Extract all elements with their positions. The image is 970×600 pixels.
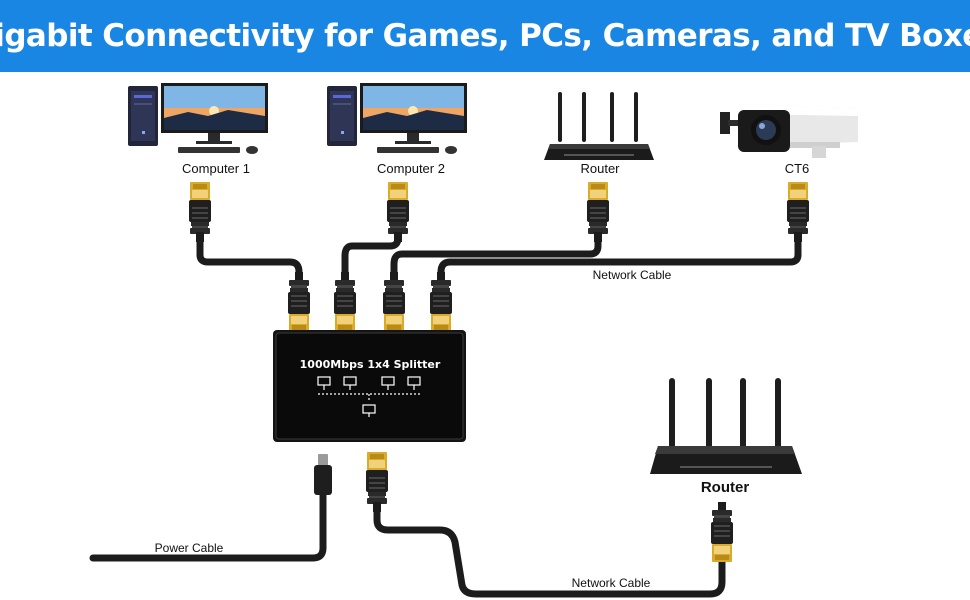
- camera-device: [720, 104, 858, 158]
- cable-network-bottom: [373, 500, 726, 598]
- splitter-port-icons: [317, 376, 421, 417]
- computer-2-device: [327, 83, 467, 154]
- header-banner: Gigabit Connectivity for Games, PCs, Cam…: [0, 0, 970, 72]
- router-icon: [650, 378, 802, 474]
- rj45-connector-icon: [288, 272, 310, 332]
- cable-computer1: [196, 232, 303, 284]
- computer-1-device: [128, 83, 268, 154]
- router-top-label: Router: [580, 161, 620, 176]
- splitter-device: 1000Mbps 1x4 Splitter: [273, 330, 466, 442]
- computer-icon: [128, 83, 268, 154]
- router-top-device: [544, 92, 654, 160]
- rj45-connector-icon: [430, 272, 452, 332]
- camera-label: CT6: [785, 161, 810, 176]
- power-plug-icon: [314, 454, 332, 495]
- rj45-connector-icon: [587, 182, 609, 242]
- router-main-device: [650, 378, 802, 474]
- network-cable-bottom-label: Network Cable: [572, 576, 651, 590]
- cables: [89, 232, 802, 598]
- rj45-connector-icon: [383, 272, 405, 332]
- cable-router-top: [390, 232, 602, 284]
- network-cable-top-label: Network Cable: [593, 268, 672, 282]
- cable-camera: [437, 232, 802, 284]
- computer-icon: [327, 83, 467, 154]
- computer-2-label: Computer 2: [377, 161, 445, 176]
- cable-power: [89, 490, 327, 562]
- splitter-title: 1000Mbps 1x4 Splitter: [300, 358, 441, 371]
- rj45-connector-icon: [711, 502, 733, 562]
- device-connectors: [189, 182, 809, 242]
- rj45-connector-icon: [387, 182, 409, 242]
- rj45-connector-icon: [366, 452, 388, 512]
- splitter-connectors: [288, 272, 452, 332]
- router-main-label: Router: [701, 479, 749, 496]
- rj45-connector-icon: [787, 182, 809, 242]
- power-cable-label: Power Cable: [155, 541, 224, 555]
- rj45-connector-icon: [334, 272, 356, 332]
- computer-1-label: Computer 1: [182, 161, 250, 176]
- security-camera-icon: [720, 104, 858, 158]
- router-icon: [544, 92, 654, 160]
- rj45-connector-icon: [189, 182, 211, 242]
- banner-title: Gigabit Connectivity for Games, PCs, Cam…: [0, 18, 970, 54]
